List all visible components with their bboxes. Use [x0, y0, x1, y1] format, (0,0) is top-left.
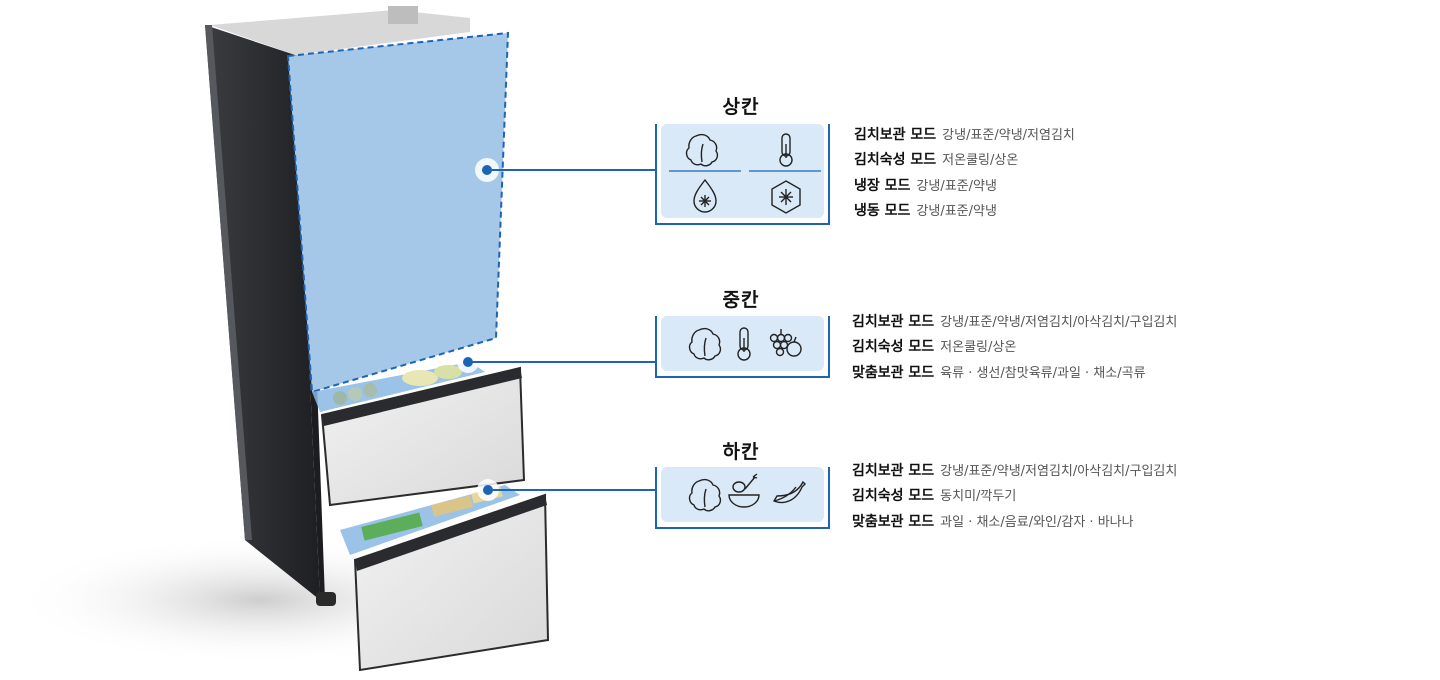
banana-icon: [772, 480, 806, 504]
mode-row: 김치숙성 모드 저온쿨링/상온: [854, 148, 1075, 173]
lower-icon-row: [688, 473, 806, 512]
middle-icon-row: [688, 327, 802, 361]
thermometer-icon: [737, 327, 751, 361]
mode-name: 김치보관 모드: [852, 463, 935, 479]
mode-values: 저온쿨링/상온: [942, 153, 1019, 169]
mode-values: 강냉/표준/약냉: [916, 204, 997, 220]
mode-name: 냉동 모드: [854, 203, 911, 220]
mode-name: 김치숙성 모드: [854, 152, 937, 169]
mode-name: 김치숙성 모드: [852, 339, 935, 356]
middle-icon-box: [655, 316, 830, 378]
mode-row: 냉동 모드 강냉/표준/약냉: [854, 199, 1075, 224]
fridge-side-panel: [205, 25, 320, 600]
mode-name: 맞춤보관 모드: [852, 364, 935, 381]
lower-icon-box: [655, 467, 830, 529]
middle-mode-list: 김치보관 모드 강냉/표준/약냉/저염김치/아삭김치/구입김치 김치숙성 모드 저온…: [852, 310, 1177, 386]
hexagon-snowflake-icon: [771, 180, 801, 214]
mode-row: 김치보관 모드 강냉/표준/약냉/저염김치: [854, 123, 1075, 148]
mode-row: 맞춤보관 모드 육류 · 생선/참맛육류/과일 · 채소/곡류: [852, 361, 1177, 386]
upper-compartment-highlight: [286, 31, 510, 394]
mode-values: 과일 · 채소/음료/와인/감자 · 바나나: [940, 514, 1134, 530]
cabbage-icon: [688, 327, 722, 361]
grapes-apple-icon: [769, 329, 802, 357]
mode-name: 김치숙성 모드: [852, 488, 935, 505]
mode-name: 김치보관 모드: [854, 127, 937, 143]
mode-row: 김치숙성 모드 저온쿨링/상온: [852, 335, 1177, 360]
middle-compartment-title: 중칸: [722, 289, 760, 311]
water-drop-snowflake-icon: [693, 178, 717, 213]
vegetable-bowl-icon: [728, 473, 760, 508]
upper-compartment-title: 상칸: [722, 96, 760, 118]
middle-icon-box-inner: [661, 316, 824, 371]
fridge-illustration: [10, 6, 550, 672]
mode-values: 강냉/표준/약냉: [916, 178, 997, 194]
lower-compartment-title: 하칸: [722, 441, 760, 463]
mode-row: 냉장 모드 강냉/표준/약냉: [854, 174, 1075, 199]
middle-drawer-food: [333, 365, 462, 405]
hinge-top: [388, 6, 418, 24]
mode-values: 저온쿨링/상온: [940, 340, 1017, 356]
middle-connector-line: [468, 361, 655, 363]
fridge-foot: [316, 592, 336, 606]
mode-row: 김치보관 모드 강냉/표준/약냉/저염김치/아삭김치/구입김치: [852, 310, 1177, 335]
mode-values: 동치미/깍두기: [940, 489, 1017, 505]
upper-icon-box-inner: [661, 124, 824, 218]
mode-name: 맞춤보관 모드: [852, 513, 935, 530]
mode-row: 김치숙성 모드 동치미/깍두기: [852, 484, 1177, 509]
upper-icon-box: [655, 124, 830, 225]
mode-values: 육류 · 생선/참맛육류/과일 · 채소/곡류: [940, 365, 1146, 381]
mode-name: 냉장 모드: [854, 177, 911, 194]
upper-icon-grid: [669, 133, 821, 214]
lower-icon-box-inner: [661, 467, 824, 522]
mode-values: 강냉/표준/약냉/저염김치: [942, 128, 1075, 143]
upper-mode-list: 김치보관 모드 강냉/표준/약냉/저염김치 김치숙성 모드 저온쿨링/상온 냉장 모…: [854, 123, 1075, 225]
mode-name: 김치보관 모드: [852, 314, 935, 330]
mode-row: 맞춤보관 모드 과일 · 채소/음료/와인/감자 · 바나나: [852, 510, 1177, 535]
mode-values: 강냉/표준/약냉/저염김치/아삭김치/구입김치: [940, 464, 1178, 479]
fridge-side-edge: [205, 25, 252, 540]
thermometer-icon: [779, 133, 793, 167]
middle-drawer-handle: [322, 368, 522, 426]
mode-row: 김치보관 모드 강냉/표준/약냉/저염김치/아삭김치/구입김치: [852, 459, 1177, 484]
mode-values: 강냉/표준/약냉/저염김치/아삭김치/구입김치: [940, 315, 1178, 330]
middle-drawer-front: [320, 366, 526, 507]
lower-connector-line: [488, 489, 655, 491]
upper-connector-line: [487, 169, 655, 171]
lower-drawer-handle: [355, 495, 547, 571]
cabbage-icon: [685, 133, 719, 167]
cabbage-icon: [688, 478, 722, 512]
lower-mode-list: 김치보관 모드 강냉/표준/약냉/저염김치/아삭김치/구입김치 김치숙성 모드 동치…: [852, 459, 1177, 535]
